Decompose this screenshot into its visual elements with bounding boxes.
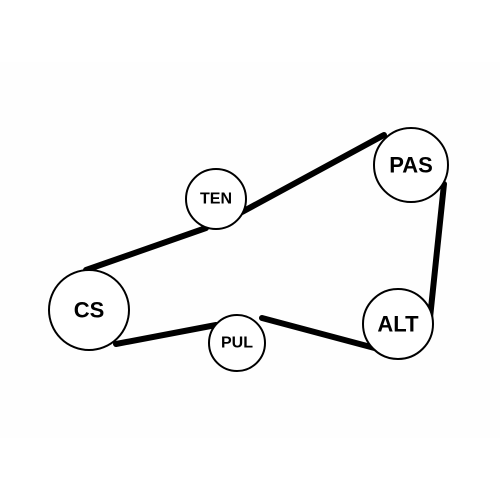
pulley-pul-circle — [208, 314, 266, 372]
belt-segment-ten-pas — [239, 132, 387, 215]
pulley-alt: ALT — [362, 288, 434, 360]
diagram-area — [0, 62, 500, 438]
pulley-pas-circle — [373, 127, 449, 203]
bottom-margin — [0, 438, 500, 500]
pulley-ten-label: TEN — [200, 191, 232, 208]
belt-segment-cs-ten — [83, 225, 209, 273]
belt-segment-alt-pul — [259, 315, 385, 353]
pulley-ten: TEN — [185, 168, 247, 230]
pulley-pul-label: PUL — [221, 335, 253, 352]
pulley-cs-label: CS — [74, 298, 105, 323]
pulley-pas-label: PAS — [389, 153, 433, 178]
pulley-cs: CS — [48, 269, 130, 351]
belt-segment-pas-alt — [427, 181, 447, 321]
serpentine-belt — [83, 132, 447, 353]
belt-segment-pul-cs — [113, 322, 219, 347]
top-margin — [0, 0, 500, 62]
pulley-alt-label: ALT — [377, 312, 419, 337]
pulley-alt-circle — [362, 288, 434, 360]
pulley-ten-circle — [185, 168, 247, 230]
pulley-cs-circle — [48, 269, 130, 351]
pulley-pul: PUL — [208, 314, 266, 372]
pulley-pas: PAS — [373, 127, 449, 203]
